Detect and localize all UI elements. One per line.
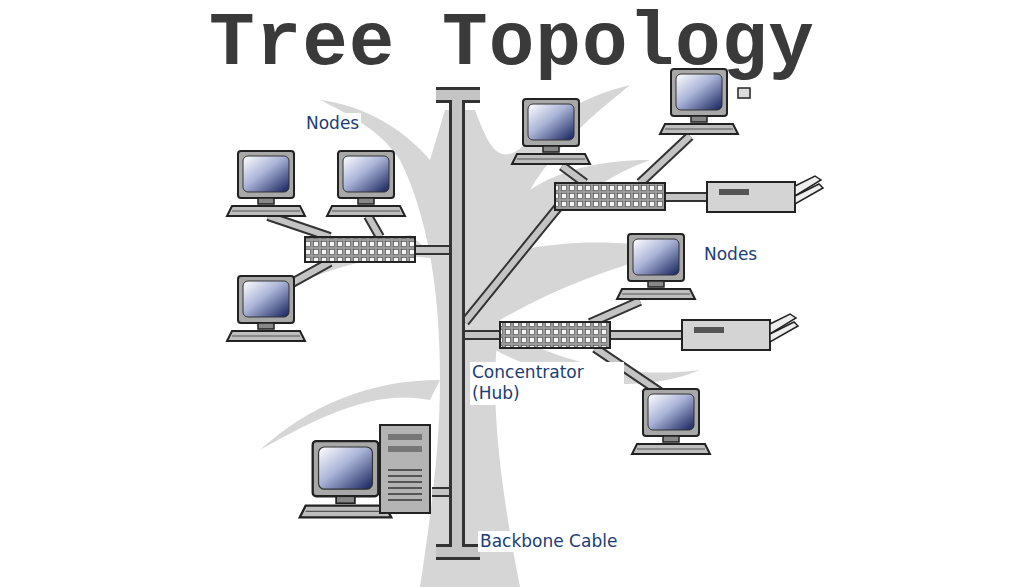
- diagram-title-holder: Tree Topology: [209, 6, 815, 82]
- nodes-label-holder: Nodes: [702, 244, 759, 265]
- nodes-label: Nodes: [304, 113, 361, 134]
- backbone-label: Backbone Cable: [478, 531, 619, 552]
- computer: [617, 234, 695, 299]
- nodes-label-holder: Nodes: [304, 113, 361, 134]
- server-monitor: [300, 441, 391, 517]
- nodes-label: Nodes: [702, 244, 759, 265]
- server-tower: [380, 425, 430, 513]
- computer: [227, 151, 305, 216]
- cable-outline: [268, 136, 708, 492]
- backbone-label-holder: Backbone Cable: [478, 531, 619, 552]
- computer: [632, 389, 710, 454]
- hub-label-holder: Concentrator (Hub): [470, 362, 624, 405]
- hub: [500, 322, 610, 348]
- hub-label: Concentrator (Hub): [470, 362, 624, 405]
- diagram-title: Tree Topology: [209, 6, 815, 82]
- backbone-cable: [436, 95, 480, 552]
- printer: [682, 314, 798, 350]
- computer: [512, 99, 590, 164]
- hub: [555, 183, 665, 210]
- printer: [707, 176, 823, 212]
- computer: [327, 151, 405, 216]
- computer: [227, 276, 305, 341]
- cable-core: [268, 136, 708, 492]
- hub: [305, 237, 415, 262]
- computer-port: [738, 88, 750, 98]
